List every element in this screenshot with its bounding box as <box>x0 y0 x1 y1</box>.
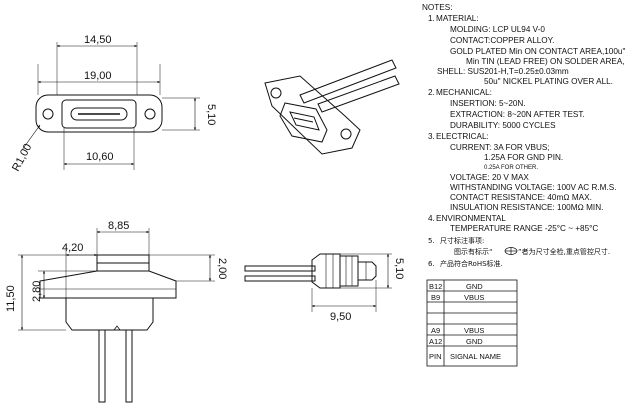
bottom-flange <box>339 255 359 287</box>
bottom-shell <box>357 261 377 281</box>
electrical-line: VOLTAGE: 20 V MAX <box>450 173 529 182</box>
electrical-line: WITHSTANDING VOLTAGE: 100V AC R.M.S. <box>450 183 617 192</box>
note5-detail-a: 图示有标示“ <box>454 247 493 256</box>
front-flange <box>35 94 163 133</box>
iso-pin-lower <box>317 75 400 113</box>
signal-cell: GND <box>466 282 483 291</box>
section-num: 2. <box>428 88 435 97</box>
bottom-pin-upper <box>244 265 316 272</box>
dim-top-width: 8,85 <box>108 220 129 232</box>
radius-leader <box>21 124 41 151</box>
dim-left-offset: 4,20 <box>62 242 83 254</box>
note5-num: 5. <box>428 237 435 245</box>
bottom-pin-lower <box>244 275 316 282</box>
dim-bottom-height: 5,10 <box>393 258 405 279</box>
section-title: ENVIRONMENTAL <box>436 214 506 223</box>
environmental-line: TEMPERATURE RANGE -25°C ~ +85°C <box>450 224 598 233</box>
side-flange <box>39 270 177 299</box>
note6-text: 产品符合RoHS标准. <box>440 259 503 268</box>
pin-cell: B12 <box>429 282 442 291</box>
dim-port-width: 10,60 <box>86 151 114 163</box>
side-pin-left <box>98 329 106 403</box>
electrical-line: INSULATION RESISTANCE: 100MΩ MIN. <box>450 203 603 212</box>
front-left-hole <box>42 108 54 120</box>
material-line: 50u" NICKEL PLATING OVER ALL. <box>484 77 613 86</box>
isometric-view <box>264 59 400 155</box>
front-port-opening <box>70 107 128 121</box>
signal-cell: VBUS <box>464 293 484 302</box>
electrical-line: CURRENT: 3A FOR VBUS; <box>450 143 550 152</box>
material-line: SHELL: SUS201-H,T=0.25±0.03mm <box>437 67 569 76</box>
dim-bottom-length: 9,50 <box>330 311 351 323</box>
bottom-view <box>244 253 392 312</box>
dim-total-height: 11,50 <box>5 285 17 312</box>
electrical-line: 1.25A FOR GND PIN. <box>484 153 563 162</box>
notes-block: NOTES: 1. MATERIAL: MOLDING: LCP UL94 V-… <box>422 3 625 268</box>
iso-hole-top <box>270 87 282 99</box>
dim-radius: R1,00 <box>10 142 34 174</box>
material-line: MOLDING: LCP UL94 V-0 <box>450 25 545 34</box>
mechanical-line: EXTRACTION: 8~20N AFTER TEST. <box>450 110 585 119</box>
signal-cell: GND <box>466 337 483 346</box>
section-num: 4. <box>428 214 435 223</box>
front-right-hole <box>144 108 156 120</box>
front-shell <box>61 99 137 129</box>
section-title: MECHANICAL: <box>436 88 492 97</box>
section-title: MATERIAL: <box>436 14 479 23</box>
pin-cell: A9 <box>431 326 440 335</box>
pin-header: PIN <box>429 352 442 361</box>
iso-port <box>289 111 320 131</box>
note5-detail-b: ”者为尺寸全检,重点管控尺寸. <box>518 247 610 256</box>
mechanical-line: DURABILITY: 5000 CYCLES <box>450 121 556 130</box>
dim-height: 5,10 <box>205 104 217 125</box>
mechanical-line: INSERTION: 5~20N. <box>450 99 526 108</box>
material-line: Min TIN (LEAD FREE) ON SOLDER AREA, <box>466 57 625 66</box>
section-title: ELECTRICAL: <box>436 132 489 141</box>
pin-cell: A12 <box>429 337 442 346</box>
electrical-line: 0.25A FOR OTHER. <box>484 165 538 171</box>
pin-cell: B9 <box>431 293 440 302</box>
note5-title: 尺寸标注事项: <box>440 236 484 245</box>
notes-heading: NOTES: <box>422 3 452 12</box>
signal-cell: VBUS <box>464 326 484 335</box>
electrical-line: CONTACT RESISTANCE: 40mΩ MAX. <box>450 193 592 202</box>
pin-table: B12 GND B9 VBUS A9 VBUS A12 GND PIN SIGN… <box>426 279 518 367</box>
material-line: GOLD PLATED Min ON CONTACT AREA,100u" <box>450 47 625 56</box>
signal-header: SIGNAL NAME <box>450 352 501 361</box>
side-pin-right <box>125 329 133 403</box>
side-view <box>18 228 215 403</box>
note6-num: 6. <box>428 260 435 268</box>
iso-pin-upper <box>299 59 397 104</box>
dim-top-thickness: 2,00 <box>216 258 228 279</box>
section-num: 3. <box>428 132 435 141</box>
iso-flange <box>264 75 361 155</box>
dim-overall-width: 14,50 <box>84 34 112 46</box>
iso-hole-bottom <box>340 128 352 140</box>
inspection-symbol-icon <box>504 247 518 255</box>
dim-mid-width: 19,00 <box>84 70 112 82</box>
side-lower-body <box>65 298 154 331</box>
front-view <box>21 42 200 170</box>
material-line: CONTACT:COPPER ALLOY. <box>450 36 554 45</box>
section-num: 1. <box>428 14 435 23</box>
dim-flange-height: 2,80 <box>31 281 43 302</box>
iso-shell <box>279 102 328 143</box>
